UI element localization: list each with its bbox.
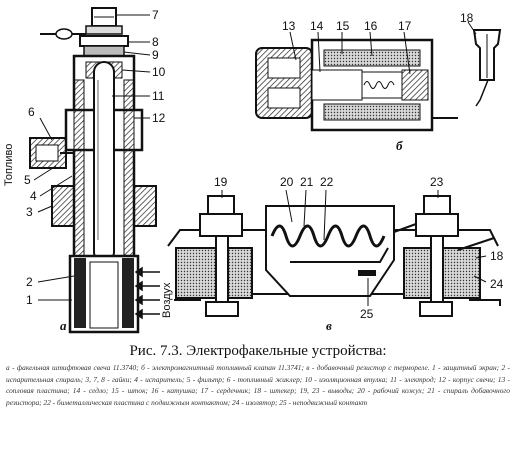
callout-a-6: 6 xyxy=(28,105,35,119)
callout-c-22: 22 xyxy=(320,175,334,189)
connector-18: 18 xyxy=(460,11,502,107)
callout-c-19: 19 xyxy=(214,175,228,189)
callout-a-2: 2 xyxy=(26,275,33,289)
callout-a-9: 9 xyxy=(152,48,159,62)
air-label: Воздух xyxy=(161,282,173,318)
callout-c-23: 23 xyxy=(430,175,444,189)
callout-a-12: 12 xyxy=(152,111,166,125)
callout-a-3: 3 xyxy=(26,205,33,219)
callout-a-8: 8 xyxy=(152,35,159,49)
callout-b-13: 13 xyxy=(282,19,296,33)
diagram-a-glow-plug: 7 8 9 10 11 12 6 5 4 3 2 1 Топливо Возду… xyxy=(3,7,173,334)
callout-c-24: 24 xyxy=(490,277,504,291)
fuel-label: Топливо xyxy=(3,144,15,186)
figure-caption-text: а - факельная штифтовая свеча 11.3740; б… xyxy=(6,363,510,407)
callout-a-11: 11 xyxy=(152,89,165,103)
callout-c-21: 21 xyxy=(300,175,314,189)
callout-c-18: 18 xyxy=(490,249,504,263)
sublabel-b: б xyxy=(396,138,403,153)
callout-a-7: 7 xyxy=(152,8,159,22)
figure-caption-title: Рис. 7.3. Электрофакельные устройства: xyxy=(129,343,387,359)
sublabel-a: а xyxy=(60,318,67,333)
callout-a-1: 1 xyxy=(26,293,33,307)
callout-b-18: 18 xyxy=(460,11,474,25)
callout-b-17: 17 xyxy=(398,19,412,33)
callout-c-20: 20 xyxy=(280,175,294,189)
callout-b-16: 16 xyxy=(364,19,378,33)
callout-a-4: 4 xyxy=(30,189,37,203)
technical-figure: 7 8 9 10 11 12 6 5 4 3 2 1 Топливо Возду… xyxy=(3,7,504,334)
diagram-b-solenoid-valve: 13 14 15 16 17 б xyxy=(255,19,458,153)
diagram-c-resistor: 19 20 21 22 23 18 24 25 в xyxy=(167,175,504,333)
sublabel-c: в xyxy=(326,318,332,333)
callout-a-10: 10 xyxy=(152,65,166,79)
callout-a-5: 5 xyxy=(24,173,31,187)
callout-b-14: 14 xyxy=(310,19,324,33)
callout-c-25: 25 xyxy=(360,307,374,321)
callout-b-15: 15 xyxy=(336,19,350,33)
